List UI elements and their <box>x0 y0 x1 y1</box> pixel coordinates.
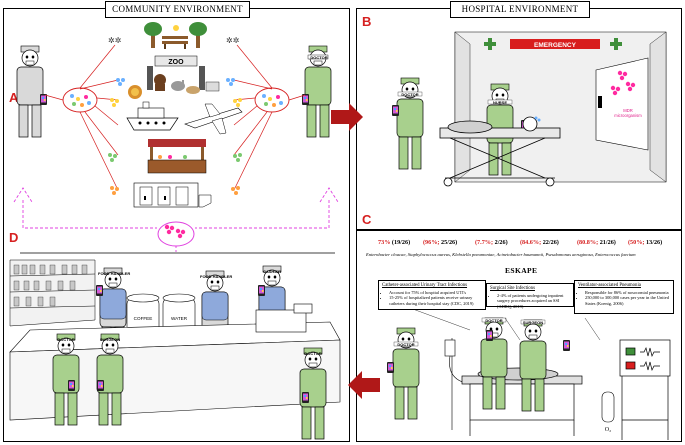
badge-doctor-c1: DOCTOR <box>397 342 415 347</box>
badge-doctor-c2: DOCTOR <box>485 318 503 323</box>
stat-ef: (50%; 13/26) <box>628 239 663 246</box>
badge-food-handler-2: FOOD HANDLER <box>200 274 233 279</box>
emergency-sign: EMERGENCY <box>534 42 577 49</box>
panel-label-b: B <box>362 14 372 29</box>
panel-label-a: A <box>9 90 19 105</box>
box-vap-title: Ventilator-associated Pneumonia <box>578 283 641 288</box>
hospital-header: HOSPITAL ENVIRONMENT <box>450 1 590 18</box>
coffee-label: COFFEE <box>134 316 153 321</box>
arrow-to-community <box>348 371 380 399</box>
badge-surgeon-d: SURGEON <box>99 337 121 342</box>
panel-label-d: D <box>9 230 19 245</box>
badge-surgeon-c: SURGEON <box>522 320 544 325</box>
badge-doctor-d1: DOCTOR <box>57 337 75 342</box>
arrow-to-hospital <box>331 103 363 131</box>
box-ssi-title: Surgical Site Infections <box>490 286 535 291</box>
box-ssi-bullet: 2-4% of patients undergoing inpatient su… <box>497 293 570 310</box>
box-cauti-bullet: 15-25% of hospitalized patients receive … <box>389 295 482 306</box>
svg-text:✲✲: ✲✲ <box>108 36 122 45</box>
box-vap-bullet: 250,000 to 300,000 cases per year in the… <box>585 295 670 306</box>
svg-text:✲✲: ✲✲ <box>226 36 240 45</box>
icu-scene: O₂ <box>387 307 671 440</box>
stat-p: (80.8%; 21/26) <box>577 239 616 246</box>
o2-label: O₂ <box>605 427 611 433</box>
box-ssi: Surgical Site Infections 2-4% of patient… <box>486 283 574 310</box>
box-cauti-bullet: Account for 75% of hospital acquired UTI… <box>389 290 482 296</box>
community-scene: ✲✲ ✲✲ ZOO <box>13 22 339 247</box>
badge-doctor-d2: DOCTOR <box>304 351 322 356</box>
eskape-organisms: Enterobacter cloacae, Staphylococcus aur… <box>366 252 636 257</box>
stat-s: (96%; 25/26) <box>423 239 458 246</box>
badge-doctor-a: DOCTOR <box>310 55 328 60</box>
stat-k: (7.7%; 2/26) <box>475 239 508 246</box>
badge-food-handler-1: FOOD HANDLER <box>98 271 131 276</box>
community-header: COMMUNITY ENVIRONMENT <box>105 1 250 18</box>
zoo-sign: ZOO <box>168 59 184 66</box>
badge-nurse-b: NURSE <box>492 100 507 105</box>
stat-e: 73% (19/26) <box>378 239 411 246</box>
box-vap: Ventilator-associated Pneumonia Responsi… <box>574 280 674 314</box>
badge-cashier: CASHIER <box>262 269 281 274</box>
stat-a: (84.6%; 22/26) <box>520 239 559 246</box>
badge-doctor-b: DOCTOR <box>401 92 419 97</box>
box-cauti-title: Catheter-associated Urinary Tract Infect… <box>382 283 468 288</box>
box-cauti: Catheter-associated Urinary Tract Infect… <box>378 280 486 310</box>
panel-label-c: C <box>362 212 372 227</box>
box-vap-bullet: Responsible for 86% of nosocomial pneumo… <box>585 290 670 296</box>
water-label: WATER <box>171 316 188 321</box>
eskape-title: ESKAPE <box>505 266 538 275</box>
cafeteria-scene: COFFEE WATER <box>9 246 341 440</box>
